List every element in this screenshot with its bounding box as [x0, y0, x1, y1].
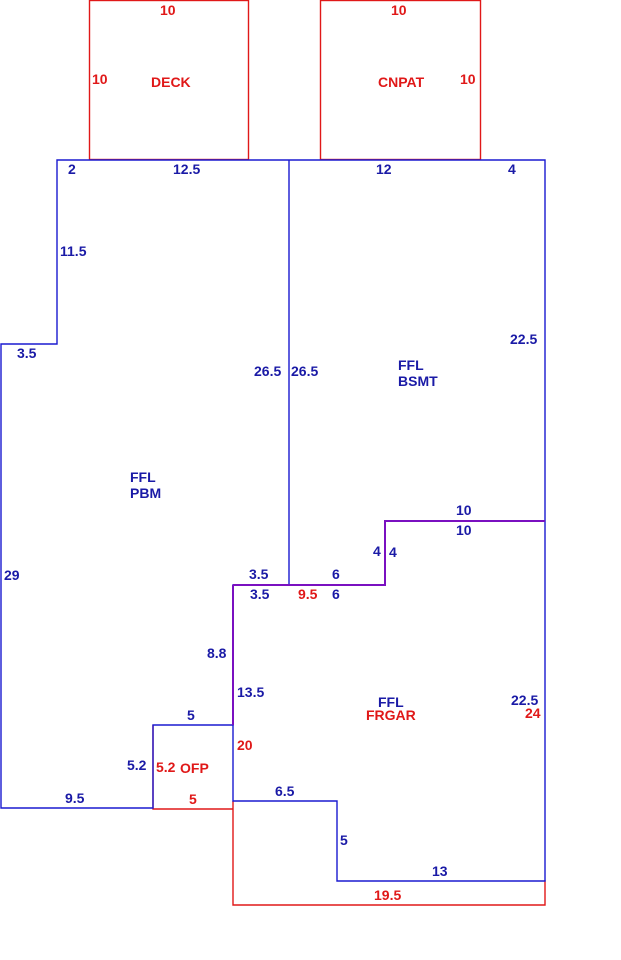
dim-ofp-left: 5.2	[156, 759, 176, 775]
dim-pbm-top-short: 2	[68, 161, 76, 177]
dim-pbm-ofp-side: 5.2	[127, 757, 147, 773]
deck-label: DECK	[151, 74, 191, 90]
frgar-blue-outline	[232, 521, 546, 882]
dim-pbm-step: 3.5	[17, 345, 37, 361]
dim-gar-top-left: 3.5	[250, 586, 270, 602]
dim-pbm-top: 12.5	[173, 161, 200, 177]
bsmt-outline	[289, 159, 546, 521]
shared-wall	[233, 520, 545, 586]
dim-gar-top-mid: 6	[332, 586, 340, 602]
dim-gar-inner-top: 6.5	[275, 783, 295, 799]
cnpat-label: CNPAT	[378, 74, 425, 90]
dim-pbm-right: 26.5	[254, 363, 281, 379]
dim-bsmt-right: 22.5	[510, 331, 537, 347]
bsmt-label-line1: FFL	[398, 357, 424, 373]
ofp-label: OFP	[180, 760, 209, 776]
dim-bsmt-top: 12	[376, 161, 392, 177]
dim-cnpat-top: 10	[391, 2, 407, 18]
dim-gar-step-side: 4	[389, 544, 397, 560]
dim-pbm-left-upper: 11.5	[60, 243, 87, 259]
dim-gar-top-red: 9.5	[298, 586, 318, 602]
frgar-label-line2: FRGAR	[366, 707, 416, 723]
dim-bsmt-left: 26.5	[291, 363, 318, 379]
dim-pbm-bottom: 9.5	[65, 790, 85, 806]
dim-gar-left-red: 20	[237, 737, 253, 753]
dim-bsmt-bottom-step: 10	[456, 502, 472, 518]
frgar-outline	[232, 801, 546, 906]
dim-bsmt-bottom-step-side: 4	[373, 543, 381, 559]
dim-cnpat-right: 10	[460, 71, 476, 87]
dim-deck-top: 10	[160, 2, 176, 18]
dim-gar-right: 22.5	[511, 692, 538, 708]
frgar-label-line1: FFL	[378, 694, 404, 710]
dim-gar-top-step: 10	[456, 522, 472, 538]
dim-gar-inner-bottom: 13	[432, 863, 448, 879]
dim-gar-bottom-red: 19.5	[374, 887, 401, 903]
dim-gar-right-red: 24	[525, 705, 541, 721]
dim-pbm-notch-side: 8.8	[207, 645, 227, 661]
dim-deck-left: 10	[92, 71, 108, 87]
pbm-label-line1: FFL	[130, 469, 156, 485]
dim-ofp-top: 5	[187, 707, 195, 723]
dim-pbm-notch-top: 3.5	[249, 566, 269, 582]
dim-bsmt-bottom-mid: 6	[332, 566, 340, 582]
dim-pbm-left: 29	[4, 567, 20, 583]
pbm-label-line2: PBM	[130, 485, 161, 501]
dim-ofp-bottom: 5	[189, 791, 197, 807]
bsmt-label-line2: BSMT	[398, 373, 438, 389]
dim-bsmt-top-short: 4	[508, 161, 516, 177]
dim-gar-left: 13.5	[237, 684, 264, 700]
dim-gar-inner-side: 5	[340, 832, 348, 848]
